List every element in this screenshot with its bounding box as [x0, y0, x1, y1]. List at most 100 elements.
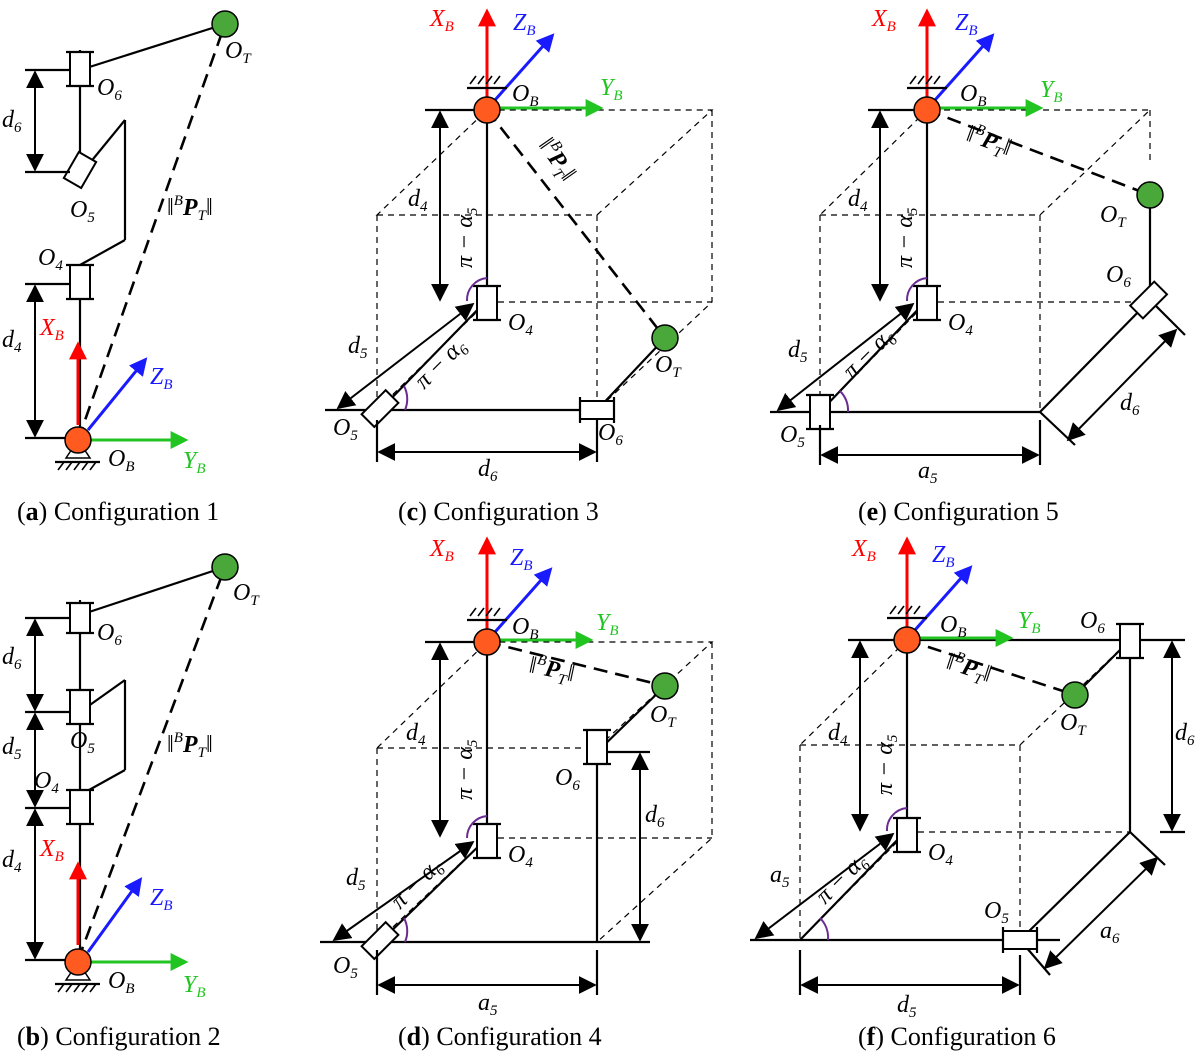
label-d6: d6 [1175, 720, 1195, 749]
label-yb: YB [596, 610, 619, 639]
label-d6: d6 [2, 644, 22, 673]
label-ot: OT [655, 352, 682, 381]
label-d4: d4 [828, 720, 848, 749]
joint-o5 [806, 393, 834, 431]
label-d6: d6 [478, 456, 498, 485]
caption-config-3: (c) Configuration 3 [398, 497, 599, 526]
label-o6: O6 [97, 75, 122, 104]
label-o5: O5 [333, 953, 358, 982]
joint-o5 [360, 920, 400, 961]
label-d6: d6 [2, 107, 22, 136]
label-d5: d5 [346, 865, 366, 894]
tool-joint [651, 672, 679, 700]
caption-config-2: (b) Configuration 2 [17, 1022, 221, 1051]
panel-config-3: XB ZB YB OB d4 d5 d6 O4 O5 O6 OT π − α5 … [325, 6, 714, 526]
label-d6: d6 [1120, 390, 1140, 419]
label-d5: d5 [2, 734, 22, 763]
joint-o6 [578, 397, 616, 423]
label-pi-minus-alpha5: π − α5 [452, 739, 481, 800]
label-pi-minus-alpha5: π − α5 [872, 734, 901, 795]
label-o5: O5 [984, 898, 1009, 927]
joint-o4 [473, 822, 501, 860]
joint-o4 [66, 788, 94, 826]
label-norm: ‖BPT‖ [526, 650, 577, 690]
label-xb: XB [39, 836, 64, 865]
label-norm: ‖BPT‖ [942, 647, 995, 691]
label-o6: O6 [97, 620, 122, 649]
label-xb: XB [851, 536, 876, 565]
label-a5: a5 [918, 458, 938, 487]
label-xb: XB [429, 536, 454, 565]
joint-o5 [66, 688, 94, 726]
panel-config-6: XB ZB YB OB d4 d6 a5 a6 d5 O4 O5 O6 OT π… [750, 536, 1195, 1051]
label-yb: YB [183, 448, 206, 477]
joint-o6 [583, 728, 611, 766]
label-o5: O5 [333, 415, 358, 444]
label-yb: YB [1018, 608, 1041, 637]
label-o4: O4 [508, 310, 533, 339]
label-xb: XB [39, 315, 64, 344]
joint-o4 [473, 284, 501, 322]
joint-o4 [66, 263, 94, 301]
label-a5: a5 [770, 862, 790, 891]
label-yb: YB [1040, 77, 1063, 106]
joint-o4 [913, 284, 941, 322]
label-yb: YB [183, 972, 206, 1001]
label-o5: O5 [70, 197, 95, 226]
joint-o6 [66, 50, 94, 88]
label-zb: ZB [150, 885, 173, 914]
base-joint [64, 948, 92, 976]
label-a6: a6 [1100, 918, 1120, 947]
label-pi-minus-alpha6: π − α6 [410, 333, 474, 397]
label-a5: a5 [478, 990, 498, 1019]
label-ot: OT [1060, 710, 1087, 739]
label-o4: O4 [508, 842, 533, 871]
joint-o5 [1001, 927, 1039, 953]
label-d4: d4 [2, 847, 22, 876]
label-o6: O6 [1080, 608, 1105, 637]
base-joint [913, 96, 941, 124]
label-ob: OB [512, 81, 539, 110]
panel-config-4: XB ZB YB OB d4 d5 d6 a5 O4 O5 O6 OT π − … [320, 536, 714, 1051]
label-d5: d5 [788, 337, 808, 366]
joint-o5 [62, 150, 98, 190]
label-norm: ‖BPT‖ [531, 132, 583, 187]
label-ob: OB [108, 446, 135, 475]
label-d4: d4 [2, 327, 22, 356]
label-o6: O6 [1106, 262, 1131, 291]
label-pi-minus-alpha6: π − α6 [386, 853, 450, 917]
label-ob: OB [960, 81, 987, 110]
joint-o6 [66, 601, 94, 635]
label-d6: d6 [645, 802, 665, 831]
label-ot: OT [1100, 202, 1127, 231]
label-d4: d4 [848, 186, 868, 215]
label-ob: OB [940, 612, 967, 641]
joint-o6 [1128, 280, 1169, 320]
label-zb: ZB [955, 10, 978, 39]
label-ob: OB [108, 968, 135, 997]
label-d4: d4 [406, 720, 426, 749]
label-norm: ‖BPT‖ [962, 119, 1016, 164]
label-zb: ZB [150, 364, 173, 393]
label-yb: YB [600, 75, 623, 104]
label-ot: OT [233, 580, 260, 609]
label-o5: O5 [780, 422, 805, 451]
joint-o4 [893, 816, 921, 854]
label-o6: O6 [555, 765, 580, 794]
tool-joint [1061, 681, 1089, 709]
label-o4: O4 [34, 768, 59, 797]
tool-joint [211, 10, 239, 38]
panel-config-5: XB ZB YB OB d4 d5 d6 a5 O4 O5 O6 OT π − … [770, 6, 1186, 526]
label-pi-minus-alpha6: π − α6 [811, 848, 875, 912]
tool-joint [651, 324, 679, 352]
label-xb: XB [871, 6, 896, 35]
tool-joint [1136, 181, 1164, 209]
panel-config-1: OT O6 O5 O4 d6 d4 XB ZB YB OB ‖BPT‖ (a) … [2, 10, 252, 526]
label-ot: OT [650, 702, 677, 731]
label-o4: O4 [928, 840, 953, 869]
label-zb: ZB [513, 10, 536, 39]
label-ot: OT [225, 38, 252, 67]
label-o4: O4 [948, 310, 973, 339]
label-pi-minus-alpha5: π − α5 [892, 207, 921, 268]
